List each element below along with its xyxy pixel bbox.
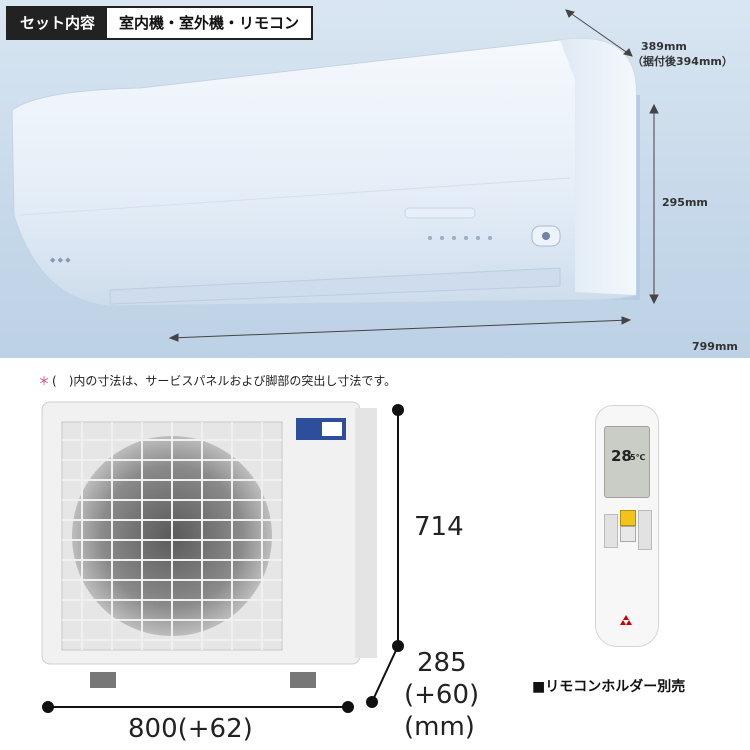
note-text: ( )内の寸法は、サービスパネルおよび脚部の突出し寸法です。 — [52, 374, 397, 388]
outdoor-dimension-lines — [42, 404, 404, 713]
remote-brand-icon — [618, 614, 634, 628]
remote-temp-unit: 5℃ — [630, 453, 646, 462]
remote-button-right — [638, 510, 652, 550]
indoor-width-label: 799mm — [692, 340, 738, 353]
outdoor-unit-illustration — [41, 401, 404, 713]
outdoor-depth-label: 285 — [417, 648, 467, 678]
set-contents-badge: セット内容 室内機・室外機・リモコン — [6, 6, 314, 40]
indoor-unit-illustration: ◆ ◆ ◆ — [11, 9, 659, 342]
remote-display: 28 5℃ — [604, 426, 650, 498]
brand-plate — [404, 207, 476, 219]
set-contents-value: 室内機・室外機・リモコン — [119, 14, 300, 32]
indoor-unit-photo: ◆ ◆ ◆ — [0, 0, 750, 358]
grille-bars — [62, 422, 282, 650]
indoor-depth-label: 389mm — [641, 40, 687, 53]
indoor-unit-side — [560, 38, 636, 295]
remote-temperature: 28 — [611, 447, 632, 465]
outdoor-width-label: 800(+62) — [128, 714, 253, 744]
dimension-lines — [168, 9, 659, 342]
louver — [109, 267, 561, 305]
indoor-height-label: 295mm — [662, 196, 708, 209]
outdoor-unit-label: (mm) — [404, 712, 475, 742]
outdoor-unit-side — [355, 408, 377, 658]
remote-holder-note: ■リモコンホルダー別売 — [532, 679, 686, 695]
outdoor-depth-extra-label: (+60) — [404, 680, 480, 710]
remote-button-left — [604, 514, 618, 548]
dimension-note: ＊( )内の寸法は、サービスパネルおよび脚部の突出し寸法です。 — [38, 372, 396, 389]
outdoor-height-label: 714 — [414, 512, 464, 542]
svg-text:◆ ◆ ◆: ◆ ◆ ◆ — [50, 256, 71, 264]
indoor-unit-body — [11, 38, 637, 307]
indoor-depth-installed-label: （据付後394mm） — [632, 55, 733, 68]
remote-button-yellow — [620, 510, 636, 526]
note-mark: ＊ — [38, 374, 51, 388]
outdoor-foot-right — [290, 672, 316, 688]
remote-button-center — [620, 526, 636, 542]
outdoor-foot-left — [90, 672, 116, 688]
remote-control: 28 5℃ — [595, 405, 659, 647]
set-contents-label: セット内容 — [8, 8, 108, 38]
